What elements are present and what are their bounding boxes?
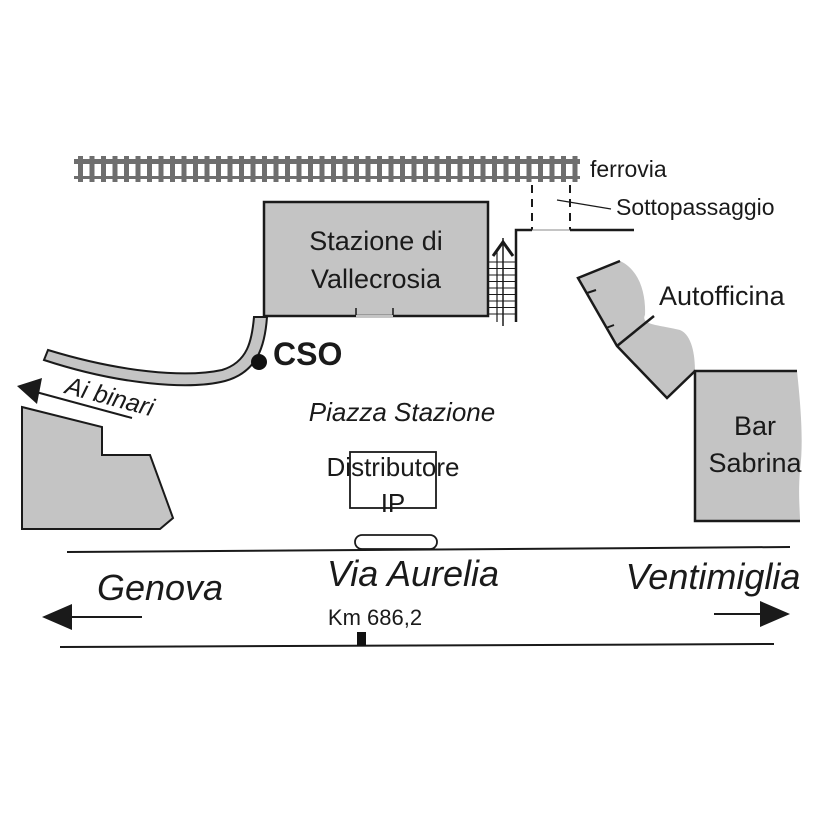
to-platforms-arrow — [17, 378, 133, 419]
station-label-line1: Stazione di — [309, 226, 443, 256]
rail-tie — [423, 156, 428, 182]
rail-tie — [250, 156, 256, 182]
rail-tie — [354, 156, 359, 182]
rail-tie — [526, 156, 532, 182]
road-label: Via Aurelia — [327, 553, 499, 594]
stairs — [489, 238, 516, 326]
east-direction-label: Ventimiglia — [626, 556, 801, 597]
rail-tie — [342, 156, 348, 182]
west-arrow — [42, 604, 142, 630]
underpass-leader-line — [556, 199, 612, 210]
rail-tie — [112, 156, 118, 182]
rail-tie — [492, 156, 497, 182]
rail-tie — [101, 156, 106, 182]
rail-tie — [227, 156, 233, 182]
rail-tie — [296, 156, 302, 182]
kilometer-post — [357, 632, 366, 646]
rail-tie — [331, 156, 336, 182]
rail-tie — [400, 156, 405, 182]
rail-tie — [124, 156, 129, 182]
rail-tie — [273, 156, 279, 182]
arrow-up-icon-head — [491, 239, 515, 257]
railway-label: ferrovia — [590, 156, 667, 182]
kilometer-label: Km 686,2 — [328, 605, 422, 630]
station-building: Stazione di Vallecrosia — [262, 200, 490, 318]
rail-tie — [170, 156, 175, 182]
rail-tie — [446, 156, 451, 182]
platform-path — [42, 316, 269, 387]
east-arrow — [714, 601, 790, 627]
rail-tie — [377, 156, 382, 182]
rail-tie — [158, 156, 164, 182]
garage-label: Autofficina — [659, 281, 786, 311]
underpass-label: Sottopassaggio — [616, 194, 775, 220]
rail-tie — [480, 156, 486, 182]
rail-tie — [411, 156, 417, 182]
rail-tie — [434, 156, 440, 182]
rail-tie — [572, 156, 578, 182]
rail-tie — [538, 156, 543, 182]
rail-tie — [549, 156, 555, 182]
rail-tie — [457, 156, 463, 182]
railway-track — [74, 156, 580, 182]
rail-tie — [365, 156, 371, 182]
bar-label-line1: Bar — [734, 411, 776, 441]
underpass — [514, 185, 634, 322]
square-label: Piazza Stazione — [309, 397, 495, 427]
arrow-right-icon — [760, 601, 790, 627]
rail-tie — [388, 156, 394, 182]
arrow-left-icon — [17, 378, 42, 404]
rail-tie — [515, 156, 520, 182]
station-label-line2: Vallecrosia — [311, 264, 442, 294]
rail-tie — [262, 156, 267, 182]
rail-tie — [135, 156, 141, 182]
fuel-label-line1: Distributore — [327, 452, 460, 482]
bar-building: Bar Sabrina — [693, 369, 803, 523]
rail-tie — [285, 156, 290, 182]
rail-tie — [308, 156, 313, 182]
rail-tie — [204, 156, 210, 182]
cso-label: CSO — [273, 336, 342, 372]
rail-tie — [78, 156, 83, 182]
fuel-station: Distributore IP — [327, 451, 460, 518]
rail-tie — [89, 156, 95, 182]
arrow-left-icon — [42, 604, 72, 630]
rail-tie — [239, 156, 244, 182]
fuel-label-line2: IP — [381, 488, 406, 518]
rail-tie — [469, 156, 474, 182]
via-aurelia-road — [59, 534, 791, 648]
bar-label-line2: Sabrina — [708, 448, 802, 478]
rail-tie — [561, 156, 566, 182]
rail-tie — [319, 156, 325, 182]
filled-circle-icon — [251, 354, 267, 370]
west-direction-label: Genova — [97, 567, 223, 608]
left-building — [21, 405, 175, 530]
rail-tie — [193, 156, 198, 182]
rail-tie — [216, 156, 221, 182]
rail-tie — [181, 156, 187, 182]
roadside-island — [354, 534, 438, 550]
rail-tie — [147, 156, 152, 182]
rail-tie — [503, 156, 509, 182]
garage-building — [576, 259, 696, 400]
